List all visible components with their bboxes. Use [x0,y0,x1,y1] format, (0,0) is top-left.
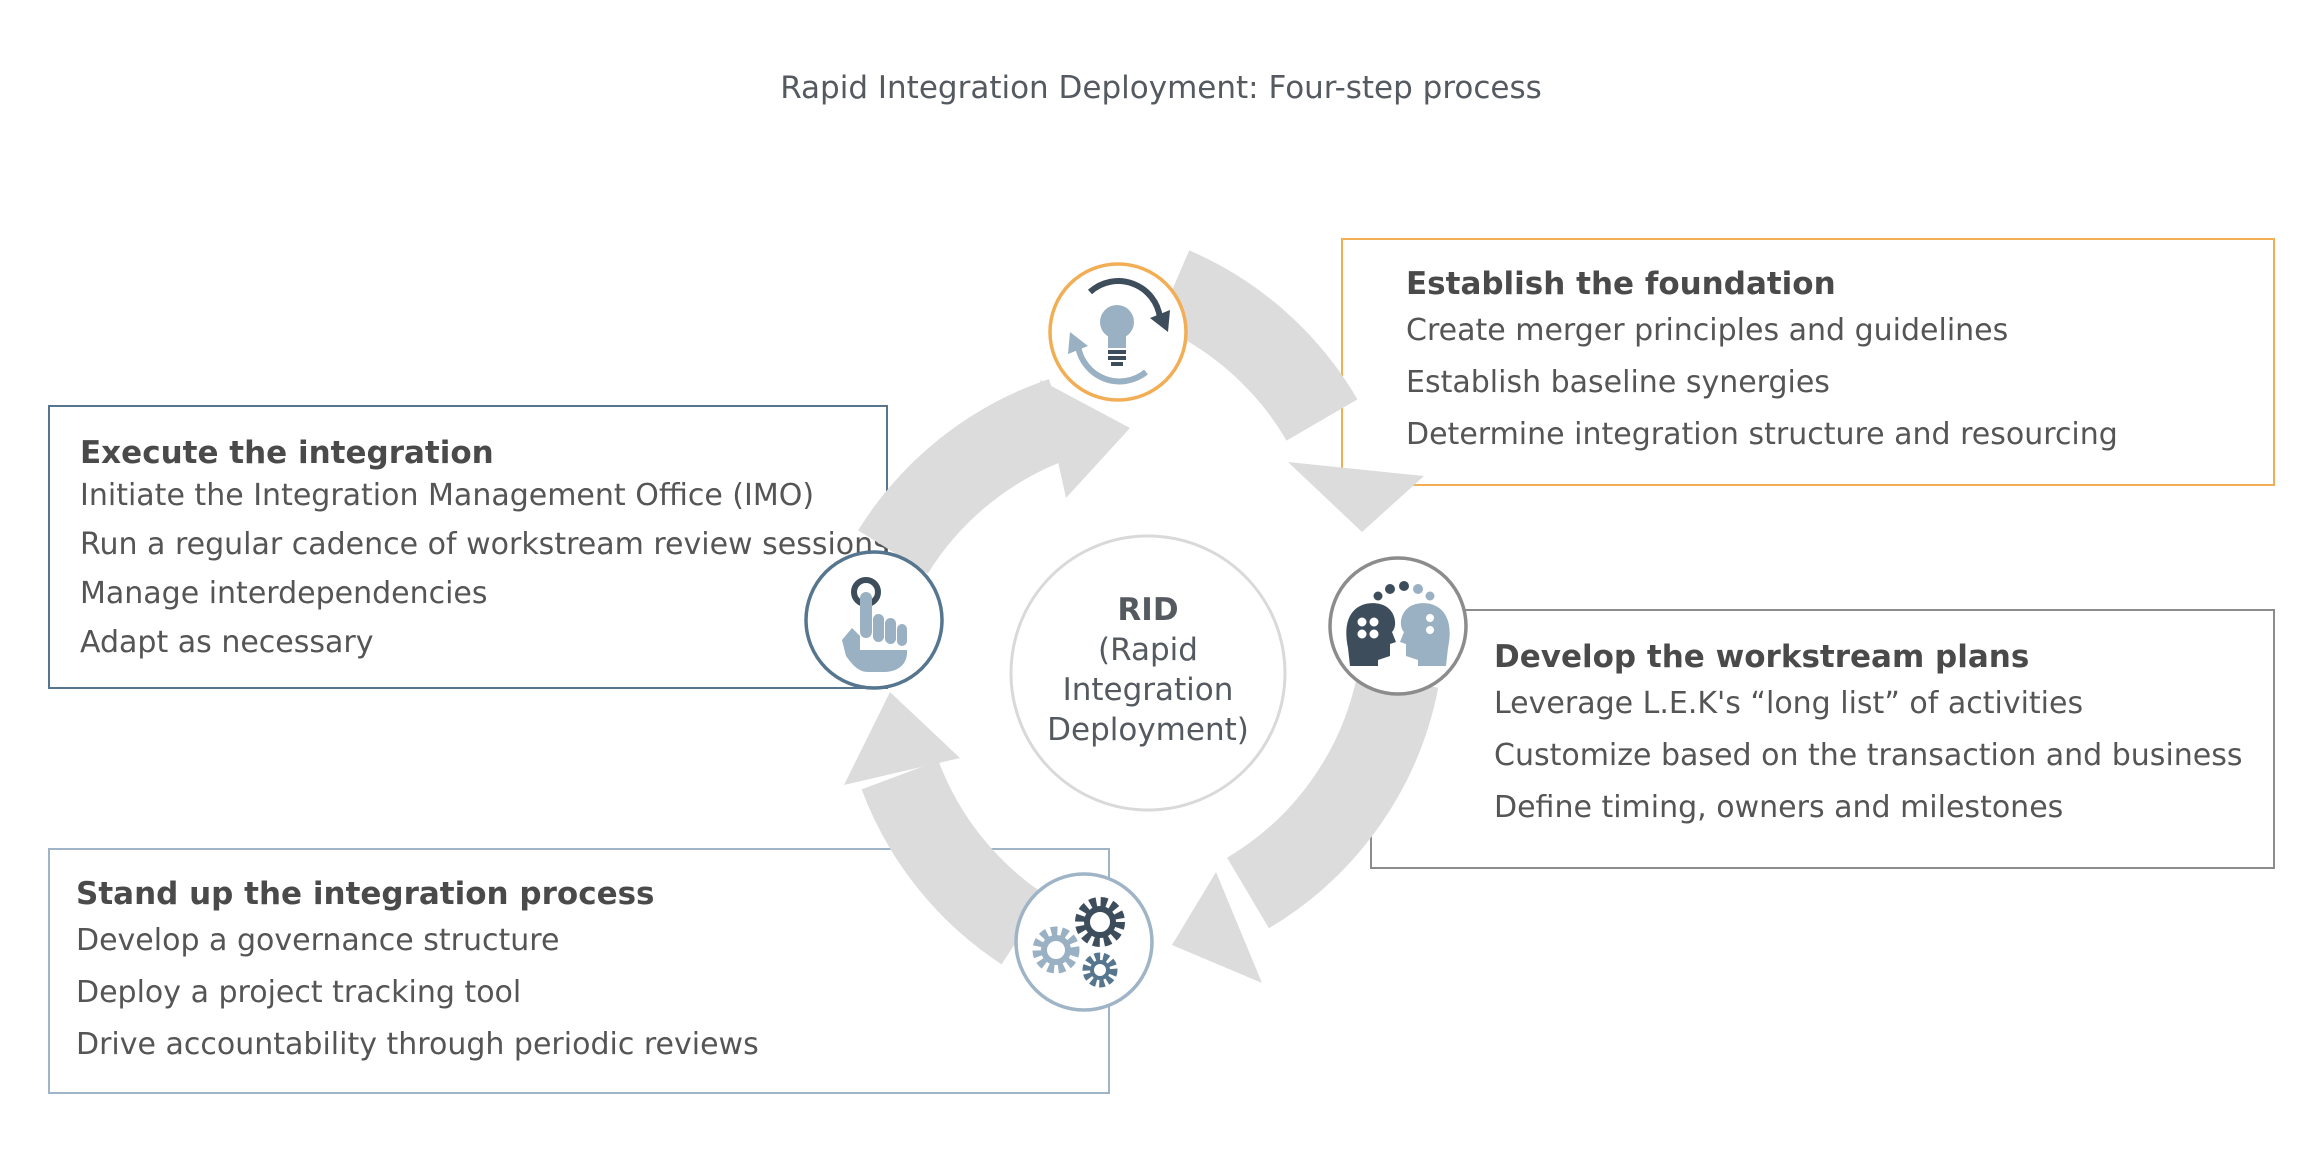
step-item: Customize based on the transaction and b… [1494,738,2243,773]
step-heading: Stand up the integration process [76,876,655,912]
cycle-arrow-1 [1156,250,1424,532]
step-item: Manage interdependencies [80,576,488,611]
pointing-hand-icon [804,550,944,690]
step-item: Adapt as necessary [80,625,374,660]
step-box-develop: Develop the workstream plans Leverage L.… [1370,609,2275,869]
step-item: Deploy a project tracking tool [76,975,522,1010]
step-item: Initiate the Integration Management Offi… [80,478,815,513]
step-item: Define timing, owners and milestones [1494,790,2064,825]
center-line: (Rapid [1098,632,1198,668]
cycle-arrow-4 [858,379,1130,575]
gears-icon [1014,872,1154,1012]
step-item: Run a regular cadence of workstream revi… [80,527,889,562]
cycle-arrow-2 [1172,671,1439,983]
step-item: Establish baseline synergies [1406,365,1830,400]
step-heading: Execute the integration [80,435,494,471]
step-item: Create merger principles and guidelines [1406,313,2009,348]
center-line: Integration [1062,672,1234,708]
step-item: Drive accountability through periodic re… [76,1027,759,1062]
cycle-arrow-3 [844,692,1048,965]
center-label: RID (Rapid Integration Deployment) [1010,590,1286,750]
center-acronym: RID [1117,592,1179,628]
step-heading: Establish the foundation [1406,266,1836,302]
diagram-title: Rapid Integration Deployment: Four-step … [780,70,1542,106]
step-item: Leverage L.E.K's “long list” of activiti… [1494,686,2084,721]
step-item: Determine integration structure and reso… [1406,417,2118,452]
step-item: Develop a governance structure [76,923,560,958]
step-box-establish: Establish the foundation Create merger p… [1341,238,2275,486]
lightbulb-cycle-icon [1048,262,1188,402]
center-circle [1009,534,1287,812]
center-line: Deployment) [1047,712,1249,748]
thinking-heads-icon [1328,556,1468,696]
step-heading: Develop the workstream plans [1494,639,2030,675]
